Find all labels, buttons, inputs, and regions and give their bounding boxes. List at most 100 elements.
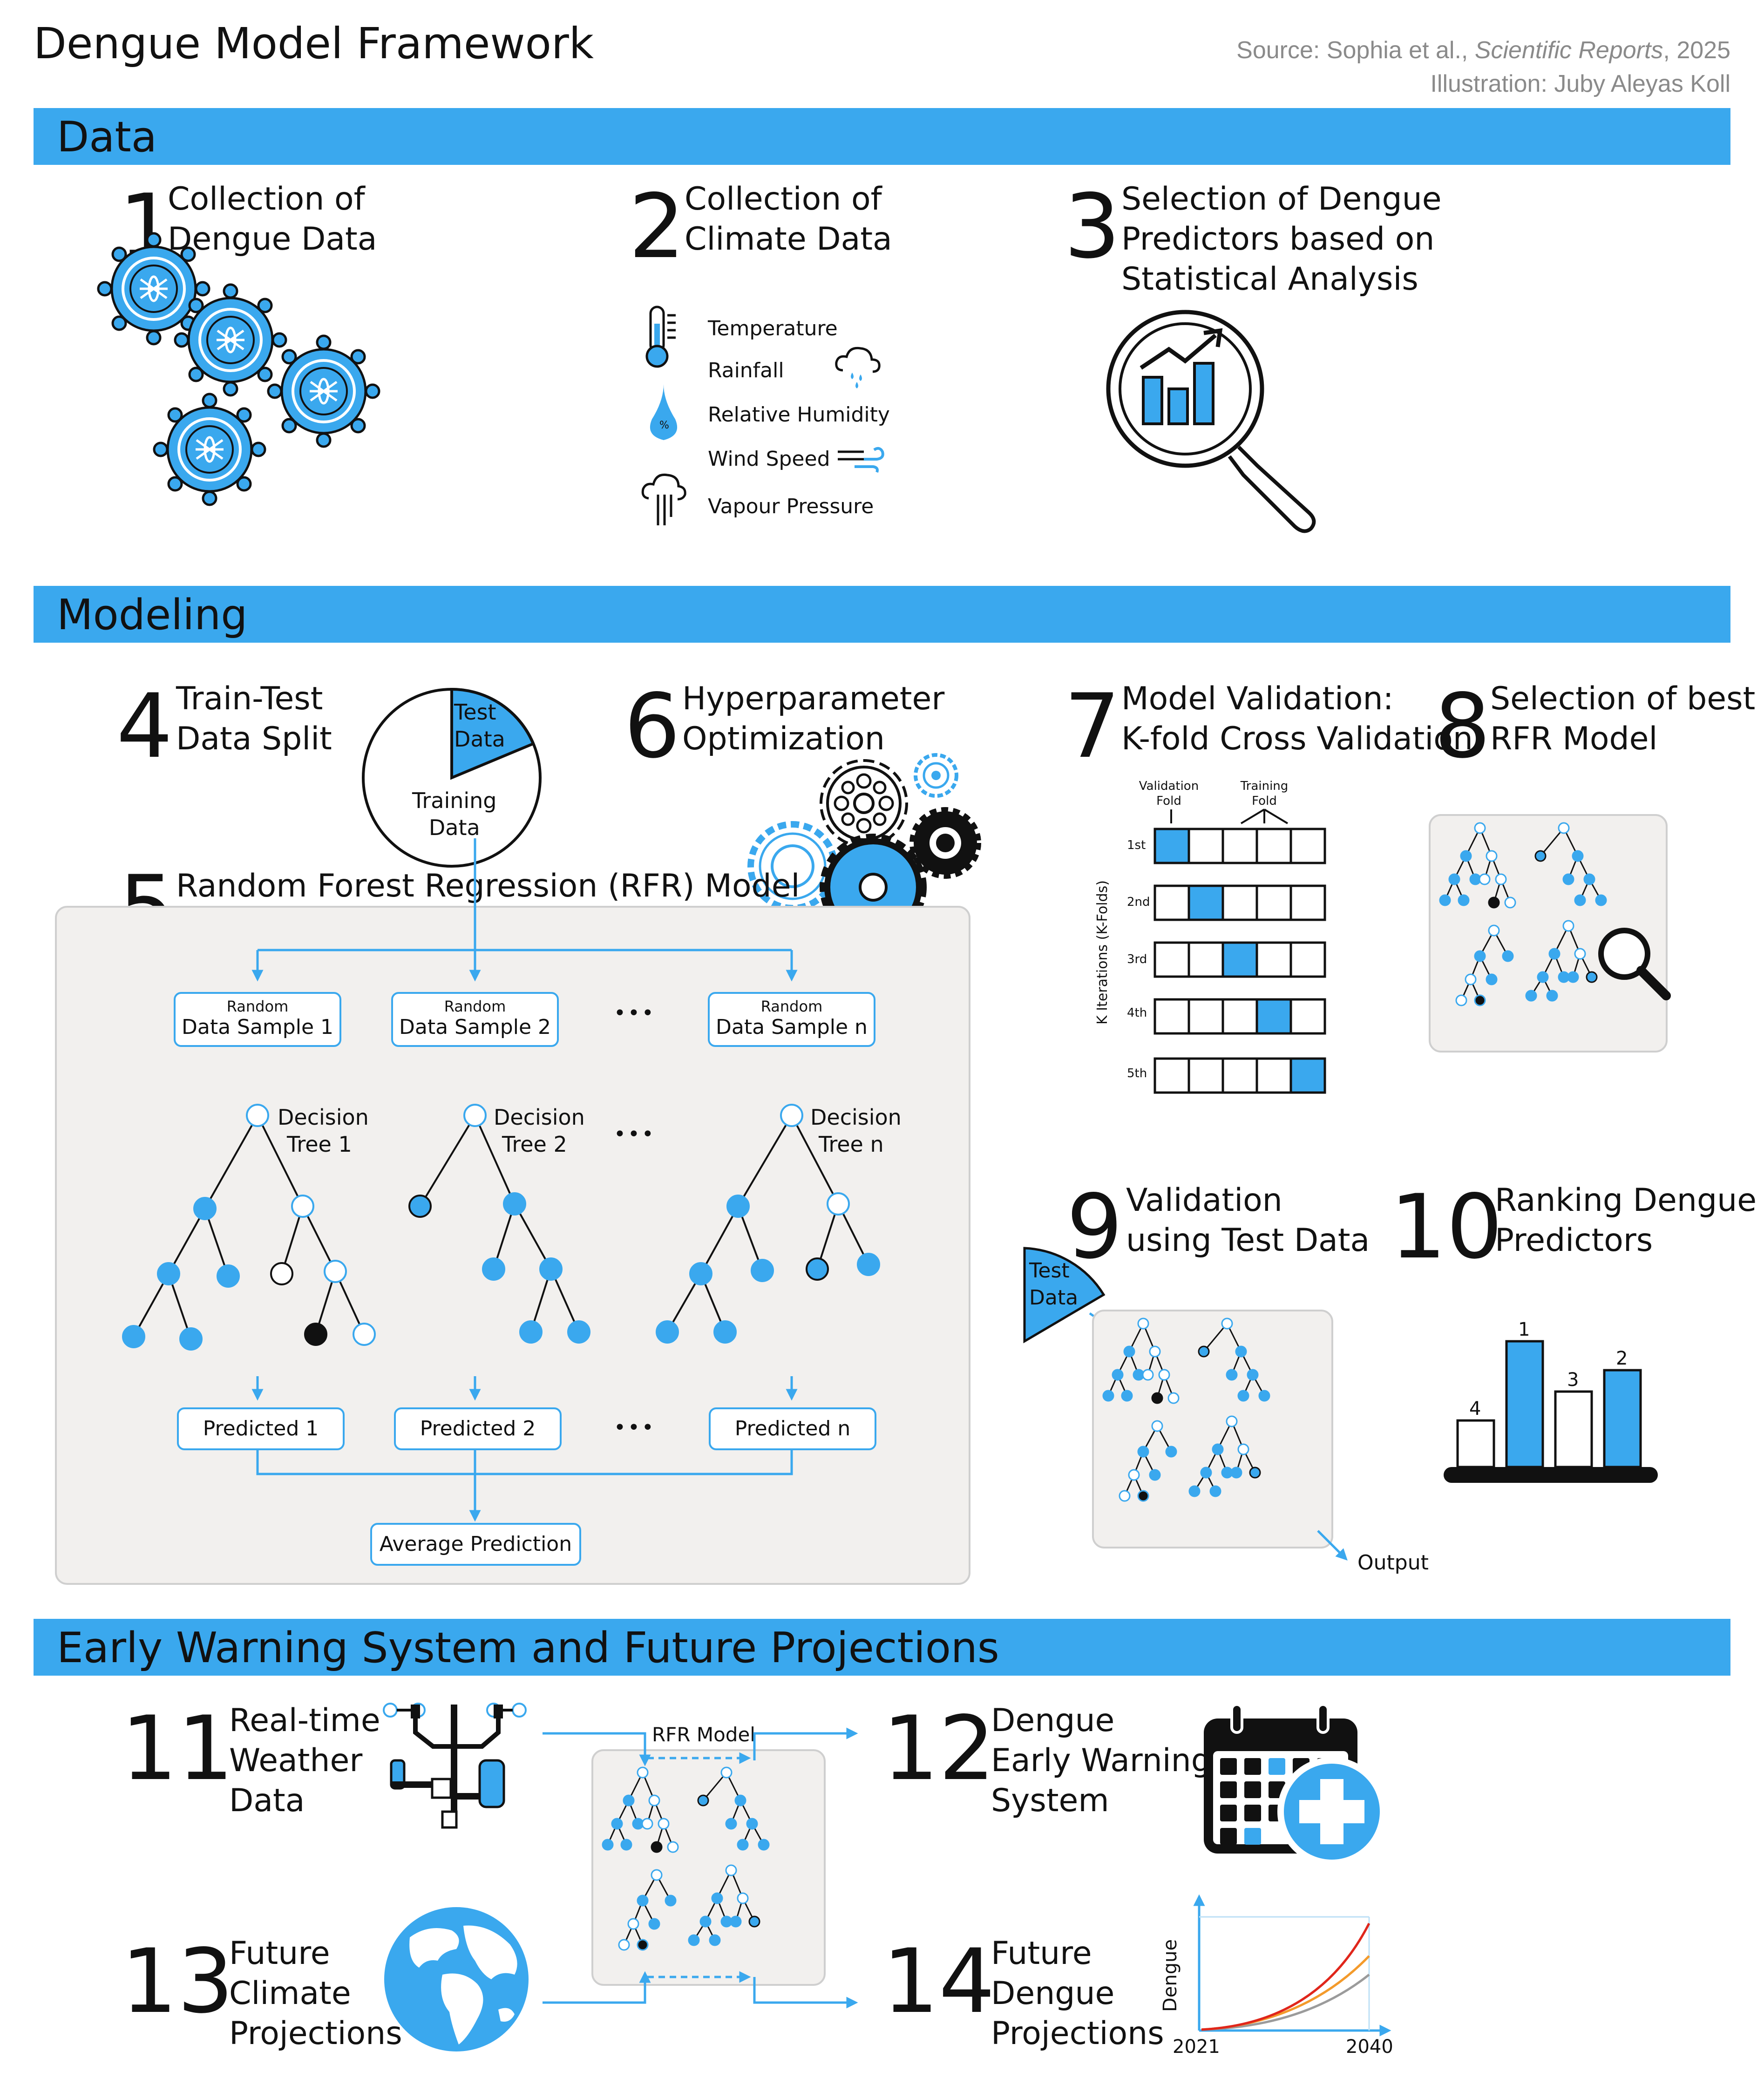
tree-node	[697, 1794, 709, 1807]
tree-edge	[702, 1772, 727, 1801]
climate-label-temperature: Temperature	[708, 317, 838, 340]
step-7-text: Model Validation: K-fold Cross Validatio…	[1121, 679, 1473, 759]
tree-node	[667, 1841, 679, 1853]
step-12-line1: Dengue	[991, 1702, 1115, 1739]
humidity-percent-symbol: %	[659, 420, 669, 431]
step-3-line1: Selection of Dengue	[1121, 181, 1442, 217]
tree-node	[1495, 873, 1507, 885]
projection-chart-icon	[1193, 1894, 1391, 2037]
tree-node	[1128, 1469, 1140, 1481]
calendar-day	[1244, 1805, 1261, 1821]
kfold-cell	[1187, 1057, 1224, 1094]
step-8-line2: RFR Model	[1490, 720, 1658, 757]
tree-node	[1572, 850, 1584, 862]
tree-label-n: Decision Tree n	[810, 1104, 902, 1158]
step-13-line2: Climate	[229, 1975, 351, 2012]
step-4-text: Train-Test Data Split	[176, 679, 332, 759]
tree-node	[618, 1939, 630, 1951]
test-validation-forest	[1102, 1318, 1348, 1561]
tree-node	[1448, 873, 1460, 885]
projection-x-start: 2021	[1173, 2036, 1220, 2058]
output-label: Output	[1357, 1551, 1429, 1575]
sample-label-1: Data Sample 1	[181, 1015, 333, 1039]
tree-node	[1230, 1467, 1242, 1479]
step-1-line1: Collection of	[168, 181, 365, 217]
tree-node	[1486, 850, 1498, 862]
training-fold-line2: Fold	[1252, 794, 1277, 808]
gear-small-blue-icon	[914, 753, 958, 798]
tree-node	[1102, 1390, 1114, 1402]
gear-black-icon	[909, 807, 981, 879]
tree-node	[1562, 920, 1574, 932]
tree-node	[627, 1918, 639, 1930]
tree-node	[1486, 973, 1498, 985]
tree-node	[1151, 1392, 1163, 1404]
random-label-1: Random	[226, 998, 289, 1015]
section-banner-data: Data	[34, 108, 1730, 165]
tree-node	[746, 1818, 758, 1830]
pie-test-line2: Data	[454, 727, 505, 752]
illustration-credit: Illustration: Juby Aleyas Koll	[1430, 70, 1730, 97]
tree-node	[648, 1794, 660, 1807]
tree-node	[725, 1864, 737, 1876]
validation-fold-line1: Validation	[1139, 779, 1199, 793]
ellipsis-predicted: •••	[614, 1416, 656, 1440]
random-sample-box-2: Random Data Sample 2	[391, 992, 559, 1047]
step-2-text: Collection of Climate Data	[685, 179, 892, 259]
tree-node	[1465, 973, 1477, 985]
test-data-9-line2: Data	[1029, 1286, 1079, 1310]
tree-node	[1458, 894, 1470, 906]
tree-node	[1534, 850, 1547, 862]
projection-line-grey	[1201, 1974, 1370, 2031]
section-title-data: Data	[57, 113, 157, 162]
tree-node	[665, 1895, 677, 1907]
section-title-ews: Early Warning System and Future Projecti…	[57, 1623, 999, 1672]
predicted-box-n: Predicted n	[709, 1407, 876, 1450]
climate-label-rainfall: Rainfall	[708, 359, 784, 382]
tree-node	[1167, 1392, 1180, 1404]
tree-node	[1249, 1467, 1261, 1479]
step-5-text: Random Forest Regression (RFR) Model	[176, 868, 800, 904]
tree-node	[611, 1818, 623, 1830]
kfold-cell	[1221, 884, 1258, 921]
step-number-12: 12	[882, 1697, 995, 1800]
analysis-magnifier-icon	[1106, 310, 1316, 533]
step-11-line1: Real-time	[229, 1702, 380, 1739]
tree-node	[1221, 1318, 1233, 1330]
tree-node	[1121, 1390, 1133, 1402]
projection-x-end: 2040	[1346, 2036, 1393, 2058]
tree-node	[1548, 948, 1560, 960]
calendar-day	[1220, 1805, 1237, 1821]
step-number-8: 8	[1434, 675, 1491, 778]
step-number-14: 14	[882, 1930, 995, 2033]
calendar-day	[1269, 1758, 1285, 1775]
tree-node	[1504, 897, 1516, 909]
step-10-line1: Ranking Dengue	[1495, 1182, 1757, 1219]
tree-node	[1247, 1369, 1259, 1381]
validation-fold-label: Validation Fold	[1139, 779, 1199, 808]
section-title-modeling: Modeling	[57, 591, 248, 639]
ranking-bar	[1554, 1390, 1593, 1468]
tree-node	[620, 1839, 632, 1851]
random-sample-box-n: Random Data Sample n	[708, 992, 875, 1047]
kfold-cell	[1255, 1057, 1292, 1094]
calendar-day	[1220, 1781, 1237, 1798]
wind-icon	[838, 447, 884, 473]
random-sample-box-1: Random Data Sample 1	[174, 992, 341, 1047]
step-14-line2: Dengue	[991, 1975, 1115, 2012]
test-data-9-line1: Test	[1029, 1259, 1070, 1283]
tree-node	[1586, 971, 1598, 983]
tree-node	[737, 1839, 749, 1851]
ellipsis-trees: •••	[614, 1122, 656, 1146]
tree-edge	[1540, 828, 1565, 856]
tree-node	[637, 1939, 649, 1951]
section-banner-ews: Early Warning System and Future Projecti…	[34, 1619, 1730, 1676]
tree-node	[709, 1934, 721, 1946]
step-6-text: Hyperparameter Optimization	[682, 679, 944, 759]
section-banner-modeling: Modeling	[34, 586, 1730, 643]
pie-test-label: Test Data	[454, 699, 505, 753]
step-14-line1: Future	[991, 1935, 1092, 1972]
projection-line-red	[1201, 1922, 1370, 2031]
tree-node	[648, 1918, 660, 1930]
